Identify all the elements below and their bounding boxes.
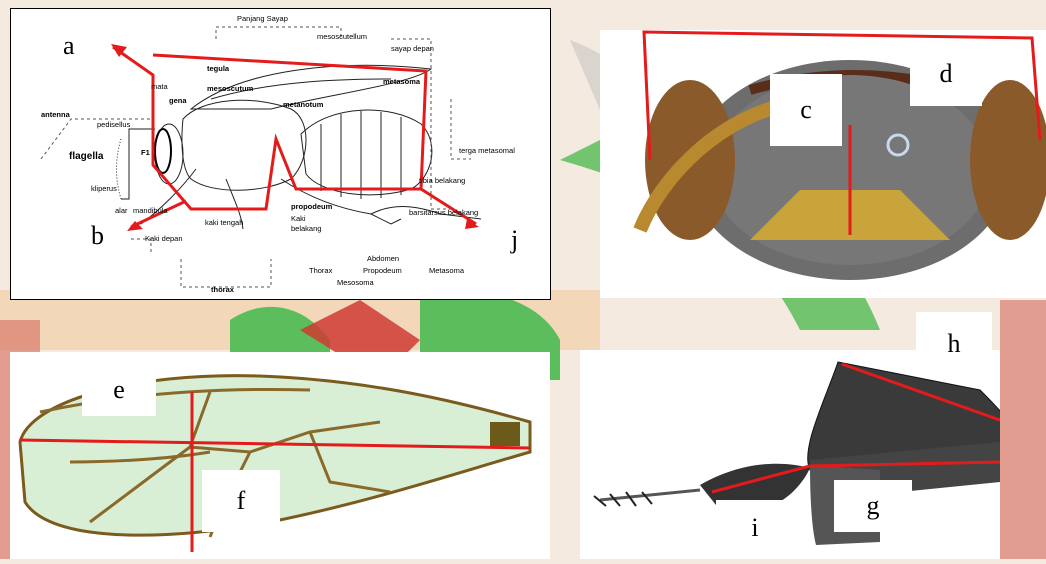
wing-panel: e f bbox=[10, 352, 550, 559]
text-mandibula: mandibula bbox=[133, 206, 168, 215]
text-alar: alar bbox=[115, 206, 128, 215]
text-metasoma: metasoma bbox=[383, 77, 421, 86]
label-a: a bbox=[63, 31, 75, 61]
text-antenna: antenna bbox=[41, 110, 71, 119]
head-front-panel: c d bbox=[600, 30, 1046, 298]
text-mesoscutellum: mesoscutellum bbox=[317, 32, 367, 41]
text-legend-metasoma: Metasoma bbox=[429, 266, 465, 275]
label-e: e bbox=[82, 364, 156, 416]
label-b: b bbox=[91, 221, 104, 251]
text-mata: mata bbox=[151, 82, 169, 91]
text-legend-mesosoma: Mesosoma bbox=[337, 278, 375, 287]
text-flagella: flagella bbox=[69, 151, 104, 162]
text-tegula: tegula bbox=[207, 64, 230, 73]
text-belakang: belakang bbox=[291, 224, 321, 233]
text-metanotum: metanotum bbox=[283, 100, 324, 109]
text-kliperus: kliperus bbox=[91, 184, 117, 193]
label-j: j bbox=[511, 225, 518, 255]
text-legend-abdomen: Abdomen bbox=[367, 254, 399, 263]
text-panjang-sayap: Panjang Sayap bbox=[237, 14, 288, 23]
wasp-thorax-shape bbox=[182, 100, 306, 190]
text-barsitarsus: barsitarsus belakang bbox=[409, 208, 478, 217]
text-legend-thorax: Thorax bbox=[309, 266, 333, 275]
label-f: f bbox=[202, 470, 280, 532]
wasp-anatomy-drawing: Panjang Sayap sayap depan mesoscutellum … bbox=[11, 9, 552, 301]
hind-leg-panel: h i g bbox=[580, 350, 1000, 559]
text-kaki: Kaki bbox=[291, 214, 306, 223]
text-kaki-depan: Kaki depan bbox=[145, 234, 183, 243]
label-h: h bbox=[916, 312, 992, 376]
label-i: i bbox=[716, 500, 794, 556]
text-sayap-depan: sayap depan bbox=[391, 44, 434, 53]
text-mesoscutum: mesoscutum bbox=[207, 84, 254, 93]
text-legend-propodeum: Propodeum bbox=[363, 266, 402, 275]
text-tibia-belakang: tibia belakang bbox=[419, 176, 465, 185]
text-gena: gena bbox=[169, 96, 187, 105]
text-thorax: thorax bbox=[211, 285, 235, 294]
text-propodeum: propodeum bbox=[291, 202, 333, 211]
text-pedisellus: pedisellus bbox=[97, 120, 131, 129]
label-d: d bbox=[910, 42, 982, 106]
label-g: g bbox=[834, 480, 912, 532]
label-c: c bbox=[770, 74, 842, 146]
wasp-anatomy-panel: Panjang Sayap sayap depan mesoscutellum … bbox=[10, 8, 551, 300]
text-f1: F1 bbox=[141, 148, 150, 157]
text-terga-metasomal: terga metasomal bbox=[459, 146, 515, 155]
text-kaki-tengah: kaki tengah bbox=[205, 218, 243, 227]
